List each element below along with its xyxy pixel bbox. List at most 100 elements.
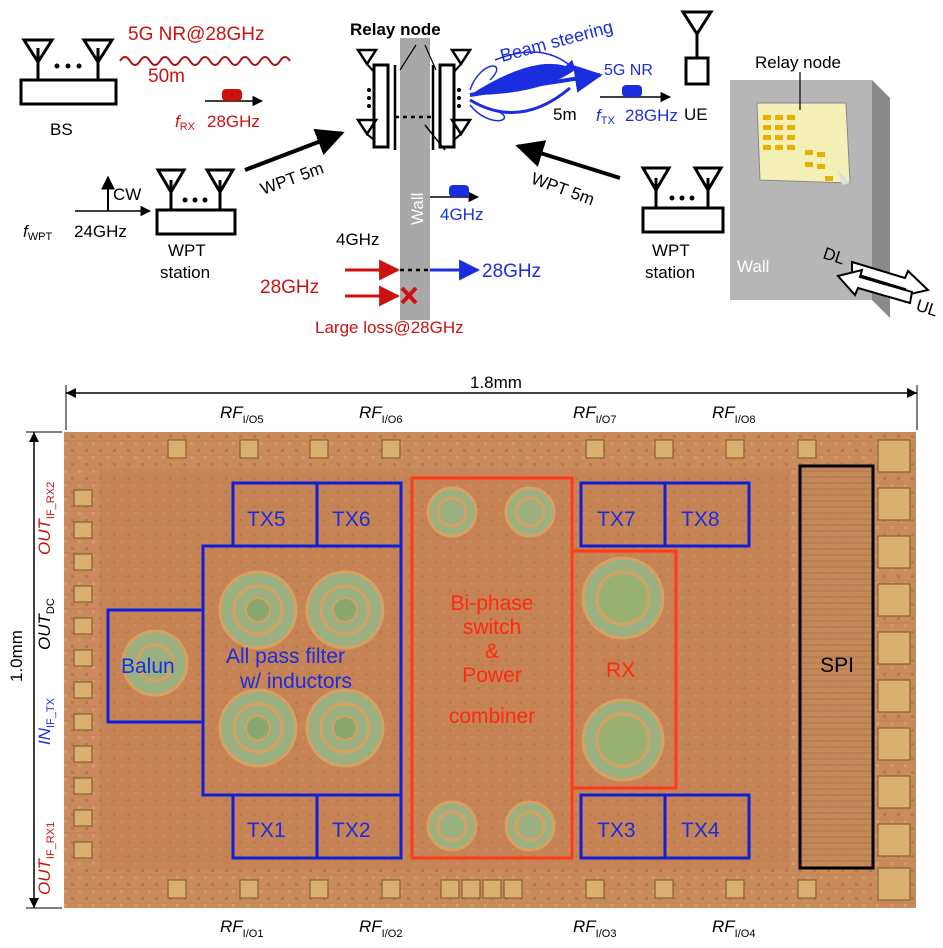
wall-4ghz: 4GHz <box>440 205 483 224</box>
out-28: 28GHz <box>482 261 541 282</box>
ftx-spectrum-icon <box>600 85 670 97</box>
rf-top-4-sub: I/O8 <box>735 414 756 426</box>
tx2-label: TX2 <box>332 819 371 842</box>
left-label-2-main: OUT <box>35 613 54 651</box>
rf-bot-1-sub: I/O1 <box>243 928 264 940</box>
fwpt-sub: WPT <box>28 231 53 243</box>
bps-label-2: switch <box>463 616 521 639</box>
apf-label-1: All pass filter <box>226 645 345 668</box>
ftx-freq: 28GHz <box>625 106 678 125</box>
left-label-4-sub: IF_RX1 <box>45 822 57 859</box>
ftx-sub: TX <box>601 115 616 127</box>
rf-top-2-main: RF <box>359 403 383 422</box>
svg-text:OUTDC: OUTDC <box>35 598 57 650</box>
svg-text:fTX: fTX <box>596 106 615 127</box>
width-label: 1.8mm <box>470 373 522 392</box>
bps-label-5: combiner <box>449 705 535 728</box>
wpt-arrow-left <box>245 133 342 170</box>
ue-device <box>683 12 711 84</box>
rf-bot-4-sub: I/O4 <box>735 928 756 940</box>
in-28: 28GHz <box>260 277 319 298</box>
rf-bot-1-main: RF <box>220 917 244 936</box>
tx5-label: TX5 <box>247 508 286 531</box>
svg-text:OUTIF_RX2: OUTIF_RX2 <box>35 482 57 555</box>
rf-bot-2-sub: I/O2 <box>382 928 403 940</box>
wpt-station-left-l1: WPT <box>168 241 206 260</box>
left-label-1-sub: IF_RX2 <box>45 482 57 519</box>
rf-bot-3-sub: I/O3 <box>596 928 617 940</box>
rx-label: RX <box>606 659 635 682</box>
tx7-label: TX7 <box>597 508 636 531</box>
rf-top-1-main: RF <box>220 403 244 422</box>
wpt-station-right <box>643 168 723 232</box>
bps-label-1: Bi-phase <box>451 592 534 615</box>
wall-label: Wall <box>408 193 427 225</box>
svg-text:fRX: fRX <box>175 112 196 133</box>
balun-label: Balun <box>121 655 175 678</box>
svg-text:RFI/O7: RFI/O7 <box>573 403 616 426</box>
dist-50m: 50m <box>148 66 185 87</box>
svg-text:OUTIF_RX1: OUTIF_RX1 <box>35 822 57 895</box>
nr-wave <box>120 57 290 65</box>
svg-text:RFI/O5: RFI/O5 <box>220 403 263 426</box>
rf-top-3-sub: I/O7 <box>596 414 617 426</box>
left-label-3-main: IN <box>35 727 54 745</box>
wpt-station-left-l2: station <box>160 263 210 282</box>
nr-right: 5G NR <box>604 62 653 79</box>
left-label-4-main: OUT <box>35 858 54 896</box>
base-station <box>21 40 116 104</box>
left-label-1-main: OUT <box>35 518 54 556</box>
frx-freq: 28GHz <box>207 112 260 131</box>
ue-label: UE <box>684 105 708 124</box>
apf-label-2: w/ inductors <box>239 670 352 693</box>
wpt-5m-left: WPT 5m <box>258 158 326 198</box>
svg-text:RFI/O1: RFI/O1 <box>220 917 263 940</box>
ul-label: UL <box>914 296 941 321</box>
tx8-label: TX8 <box>681 508 720 531</box>
relay-title: Relay node <box>350 20 441 39</box>
rf-top-3-main: RF <box>573 403 597 422</box>
frx-sub: RX <box>180 121 196 133</box>
frx-spectrum-icon <box>205 89 262 101</box>
nr-label: 5G NR@28GHz <box>128 24 265 45</box>
rf-top-2-sub: I/O6 <box>382 414 403 426</box>
rf-bot-4-main: RF <box>712 917 736 936</box>
left-label-3-sub: IF_TX <box>45 697 57 728</box>
bps-label-3: & <box>485 640 499 663</box>
wpt-station-right-l2: station <box>645 263 695 282</box>
bps-label-4: Power <box>462 664 522 687</box>
svg-text:RFI/O6: RFI/O6 <box>359 403 402 426</box>
spi-label: SPI <box>820 654 854 677</box>
wpt-station-right-l1: WPT <box>652 241 690 260</box>
large-loss: Large loss@28GHz <box>315 318 464 337</box>
svg-text:RFI/O8: RFI/O8 <box>712 403 755 426</box>
svg-text:RFI/O3: RFI/O3 <box>573 917 616 940</box>
beam-pattern <box>470 52 600 121</box>
wpt-station-left <box>157 170 235 234</box>
bs-label: BS <box>50 120 73 139</box>
svg-text:fWPT: fWPT <box>23 222 52 243</box>
svg-text:RFI/O4: RFI/O4 <box>712 917 755 940</box>
tx1-label: TX1 <box>247 819 286 842</box>
dist-5m: 5m <box>553 105 577 124</box>
beam-steering: Beam steering <box>498 17 615 66</box>
left-label-2-sub: DC <box>45 598 57 614</box>
cw-label: CW <box>113 185 141 204</box>
fwpt-freq: 24GHz <box>74 222 127 241</box>
wall-4ghz-spectrum-icon <box>430 185 478 197</box>
relay-node-3d-label: Relay node <box>755 53 841 72</box>
svg-text:INIF_TX: INIF_TX <box>35 697 57 745</box>
wpt-5m-right: WPT 5m <box>529 169 597 209</box>
tx3-label: TX3 <box>597 819 636 842</box>
svg-text:RFI/O2: RFI/O2 <box>359 917 402 940</box>
tx6-label: TX6 <box>332 508 371 531</box>
rf-top-1-sub: I/O5 <box>243 414 264 426</box>
wall <box>400 38 430 320</box>
rf-bot-2-main: RF <box>359 917 383 936</box>
tx4-label: TX4 <box>681 819 720 842</box>
if-4ghz: 4GHz <box>336 230 379 249</box>
rf-bot-3-main: RF <box>573 917 597 936</box>
rf-top-4-main: RF <box>712 403 736 422</box>
height-label: 1.0mm <box>7 630 26 682</box>
